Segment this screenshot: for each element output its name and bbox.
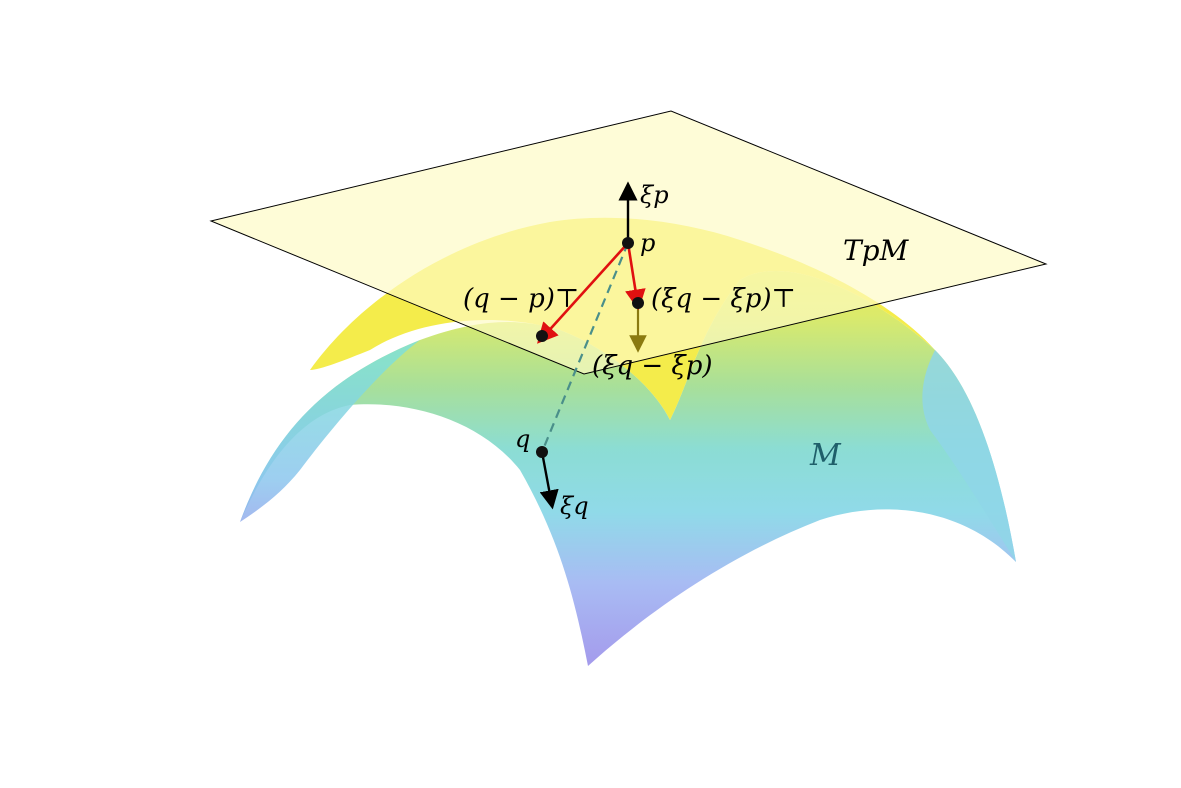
point-q-minus-p-projection <box>536 330 548 342</box>
label-p: p <box>640 229 655 257</box>
geodesic-dashed-line <box>540 242 630 453</box>
label-q-minus-p-projection: (q − p)⊤ <box>463 284 579 314</box>
point-q <box>536 446 548 458</box>
label-tangent-space: TpM <box>843 234 910 267</box>
point-p <box>622 237 634 249</box>
label-xi-q: ξq <box>560 492 589 520</box>
manifold-left-lobe <box>240 340 420 522</box>
label-xi-difference-projection: (ξq − ξp)⊤ <box>651 284 796 314</box>
xi-q-arrow <box>539 451 559 510</box>
label-manifold: M <box>809 438 842 473</box>
manifold-right-lobe <box>922 350 1016 562</box>
manifold-front-face <box>240 270 1016 666</box>
point-xi-difference-projection <box>632 297 644 309</box>
label-xi-p: ξp <box>640 181 669 209</box>
xi-difference-projection-arrow <box>625 242 646 311</box>
q-minus-p-projection-arrow <box>537 242 629 344</box>
label-xi-difference: (ξq − ξp) <box>592 351 713 381</box>
label-q: q <box>515 425 530 453</box>
